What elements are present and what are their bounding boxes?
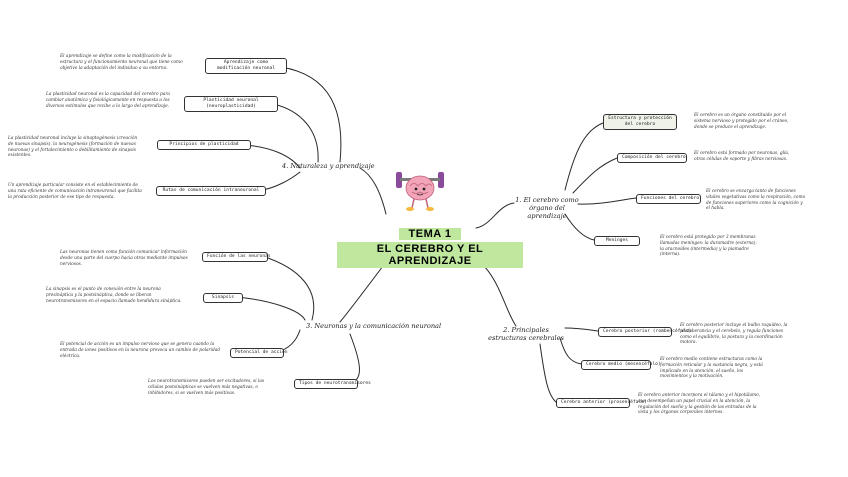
b3-item-action-potential[interactable]: Potencial de acción <box>230 348 288 358</box>
central-title-line1: TEMA 1 <box>398 228 462 240</box>
link-b3-2 <box>235 296 306 321</box>
b3-note-action-potential: El potencial de acción es un impulso ner… <box>60 342 221 359</box>
b2-item-anterior[interactable]: Cerebro anterior (prosencéfalo) <box>556 398 647 408</box>
b4-note-learning-modification: El aprendizaje se define como la modific… <box>60 54 183 71</box>
b2-note-medio: El cerebro medio contiene estructuras co… <box>660 357 763 380</box>
link-b1-2 <box>572 157 618 194</box>
link-center-b4 <box>359 167 387 215</box>
branch-4-title[interactable]: 4. Naturaleza y aprendizaje <box>282 162 375 170</box>
link-b2-2 <box>559 337 582 365</box>
b3-note-sinapsis: La sinapsis es el punto de conexión entr… <box>46 287 182 304</box>
link-b4-4 <box>261 171 301 191</box>
b2-item-posterior[interactable]: Cerebro posterior (rombencéfalo) <box>598 327 692 337</box>
link-b2-1 <box>564 327 599 332</box>
b4-note-routes: Un aprendizaje particular consiste en el… <box>8 183 142 200</box>
central-title: TEMA 1 EL CEREBRO Y EL APRENDIZAJE <box>337 222 523 268</box>
b3-note-function: Las neuronas tienen como función comunic… <box>60 250 188 267</box>
b4-note-principles: La plasticidad neuronal incluye la sinap… <box>8 136 138 159</box>
link-b2-3 <box>539 343 557 403</box>
b1-item-composition[interactable]: Composición del cerebro <box>617 153 687 163</box>
b4-note-plasticity: La plasticidad neuronal es la capacidad … <box>46 92 170 109</box>
link-b3-1 <box>261 255 315 321</box>
b4-item-principles[interactable]: Principios de plasticidad <box>157 140 251 150</box>
b2-item-medio[interactable]: Cerebro medio (mesencéfalo) <box>581 360 661 370</box>
b1-note-functions: El cerebro se encarga tanto de funciones… <box>706 189 806 212</box>
b4-item-routes[interactable]: Rutas de comunicación intraneuronal <box>156 186 266 196</box>
b3-item-neurotransmitters[interactable]: Tipos de neurotransmisores <box>294 379 371 389</box>
branch-1-title[interactable]: 1. El cerebro como órgano del aprendizaj… <box>515 196 579 220</box>
link-center-b1 <box>475 202 515 229</box>
link-center-b2 <box>479 261 517 327</box>
link-b1-1 <box>564 122 604 191</box>
b2-note-anterior: El cerebro anterior incorpora el tálamo … <box>638 393 761 416</box>
b3-item-function[interactable]: Función de las neuronas <box>202 252 271 262</box>
branch-2-title[interactable]: 2. Principales estructuras cerebrales <box>488 326 564 342</box>
b4-item-learning-modification[interactable]: Aprendizaje como modificación neuronal <box>205 58 287 74</box>
link-b1-4 <box>564 213 595 241</box>
branch-3-title[interactable]: 3. Neuronas y la comunicación neuronal <box>306 322 442 330</box>
b1-note-meninges: El cerebro está protegido por 3 membrana… <box>660 235 757 258</box>
central-title-line2: EL CEREBRO Y EL APRENDIZAJE <box>337 242 523 268</box>
brain-lifting-weights-illustration <box>396 172 444 211</box>
link-b1-3 <box>577 197 637 205</box>
link-b4-1 <box>280 66 342 163</box>
b1-note-structure: El cerebro es un órgano constituido por … <box>694 113 789 130</box>
link-b3-4 <box>349 333 360 384</box>
b2-note-posterior: El cerebro posterior incluye el bulbo ra… <box>680 323 788 346</box>
b1-note-composition: El cerebro está formado por neuronas, gl… <box>694 151 790 162</box>
link-center-b3 <box>339 261 387 323</box>
link-b4-3 <box>244 144 301 169</box>
b3-note-neurotransmitters: Los neurotransmisores pueden ser excitad… <box>148 379 265 396</box>
b3-item-sinapsis[interactable]: Sinapsis <box>203 293 243 303</box>
link-b4-2 <box>272 103 319 163</box>
b1-item-structure[interactable]: Estructura y protección del cerebro <box>603 114 677 130</box>
b4-item-plasticity[interactable]: Plasticidad neuronal (neuroplasticidad) <box>184 96 278 112</box>
b1-item-meninges[interactable]: Meninges <box>594 236 640 246</box>
b1-item-functions[interactable]: Funciones del cerebro <box>636 194 701 204</box>
